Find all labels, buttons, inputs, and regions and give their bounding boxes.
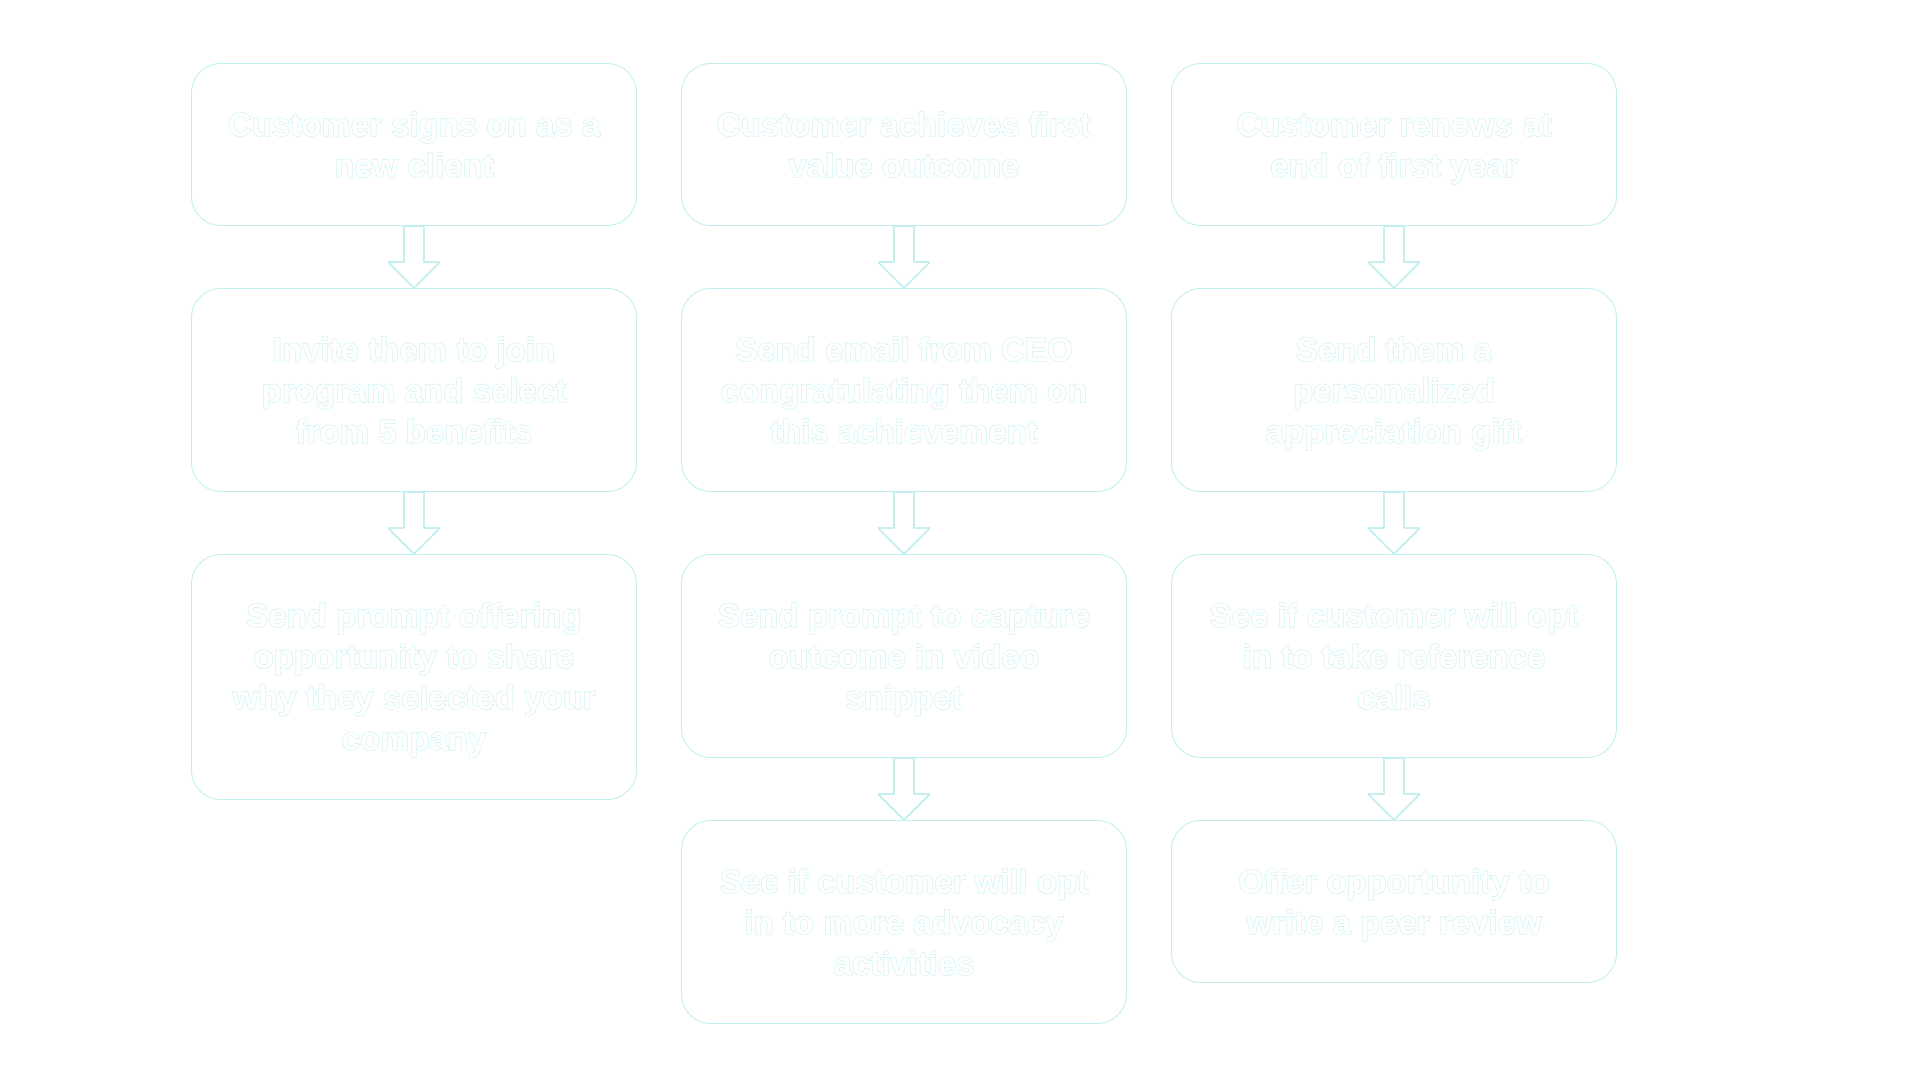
flow-step-box: Customer renews at end of first year — [1171, 63, 1617, 226]
flow-step-text: Send prompt offering opportunity to shar… — [232, 597, 596, 758]
flow-step-text: Customer renews at end of first year — [1236, 105, 1552, 184]
down-arrow-icon — [878, 758, 930, 820]
flow-step-box: Send email from CEO congratulating them … — [681, 288, 1127, 492]
flow-step-text: Customer achieves first value outcome — [716, 105, 1092, 184]
flow-step-box: See if customer will opt in to more advo… — [681, 820, 1127, 1024]
flow-step-text: Customer signs on as a new client — [227, 105, 601, 184]
flow-step-text: Invite them to join program and select f… — [261, 330, 567, 450]
flow-step-box: Send them a personalized appreciation gi… — [1171, 288, 1617, 492]
down-arrow-icon — [1368, 492, 1420, 554]
down-arrow-icon — [388, 226, 440, 288]
down-arrow-icon — [1368, 758, 1420, 820]
flow-step-box: Send prompt offering opportunity to shar… — [191, 554, 637, 800]
flow-step-box: Customer achieves first value outcome — [681, 63, 1127, 226]
down-arrow-icon — [388, 492, 440, 554]
flow-step-text: Send email from CEO congratulating them … — [720, 330, 1088, 450]
down-arrow-icon — [878, 492, 930, 554]
flow-step-text: See if customer will opt in to more advo… — [719, 862, 1089, 982]
flow-step-text: Send them a personalized appreciation gi… — [1265, 330, 1523, 450]
flow-step-text: Offer opportunity to write a peer review — [1238, 862, 1551, 941]
flow-step-box: Invite them to join program and select f… — [191, 288, 637, 492]
flow-step-box: Send prompt to capture outcome in video … — [681, 554, 1127, 758]
down-arrow-icon — [878, 226, 930, 288]
flow-step-text: See if customer will opt in to take refe… — [1209, 596, 1579, 716]
flow-step-text: Send prompt to capture outcome in video … — [717, 596, 1091, 716]
flow-step-box: Offer opportunity to write a peer review — [1171, 820, 1617, 983]
flow-step-box: Customer signs on as a new client — [191, 63, 637, 226]
flow-step-box: See if customer will opt in to take refe… — [1171, 554, 1617, 758]
down-arrow-icon — [1368, 226, 1420, 288]
